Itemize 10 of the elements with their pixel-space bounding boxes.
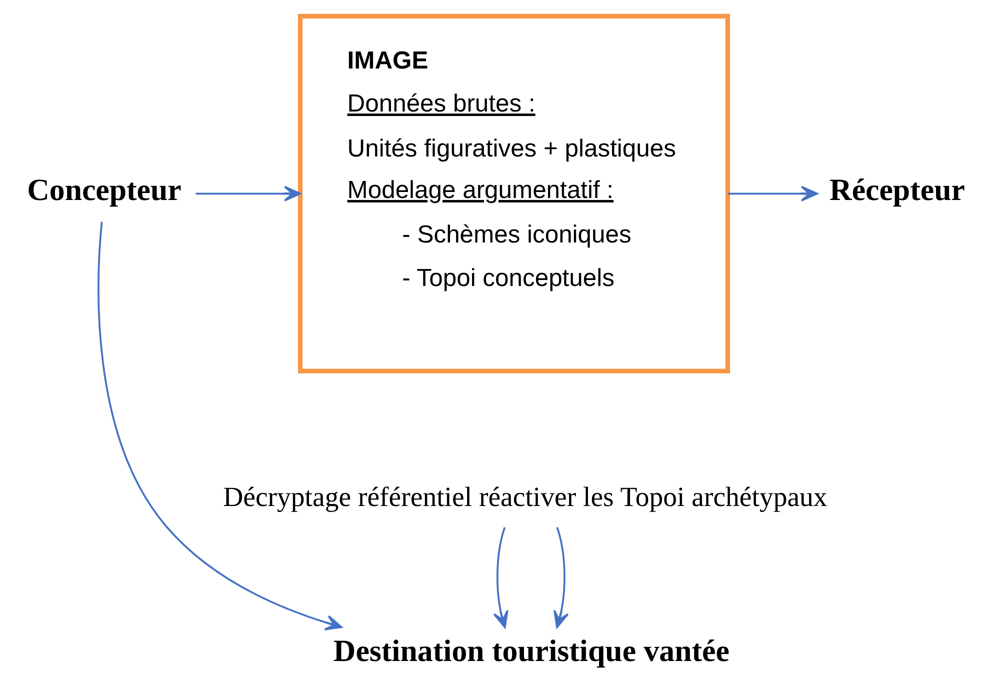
arrow [493, 527, 508, 628]
node-text: Récepteur [830, 172, 965, 207]
arrow [554, 527, 569, 628]
node-text: Décryptage référentiel réactiver les Topoi archétypaux [223, 482, 828, 513]
arrow [728, 186, 818, 202]
node-text: Destination touristique vantée [333, 634, 730, 668]
node-text: Concepteur [27, 172, 182, 207]
node-box: IMAGE Données brutes : Unités figuratives + plastiques Modelage argumentatif : - Schèmes iconiques - Topoi conceptuels [298, 14, 730, 374]
arrow [196, 186, 302, 202]
arrow [98, 222, 342, 630]
